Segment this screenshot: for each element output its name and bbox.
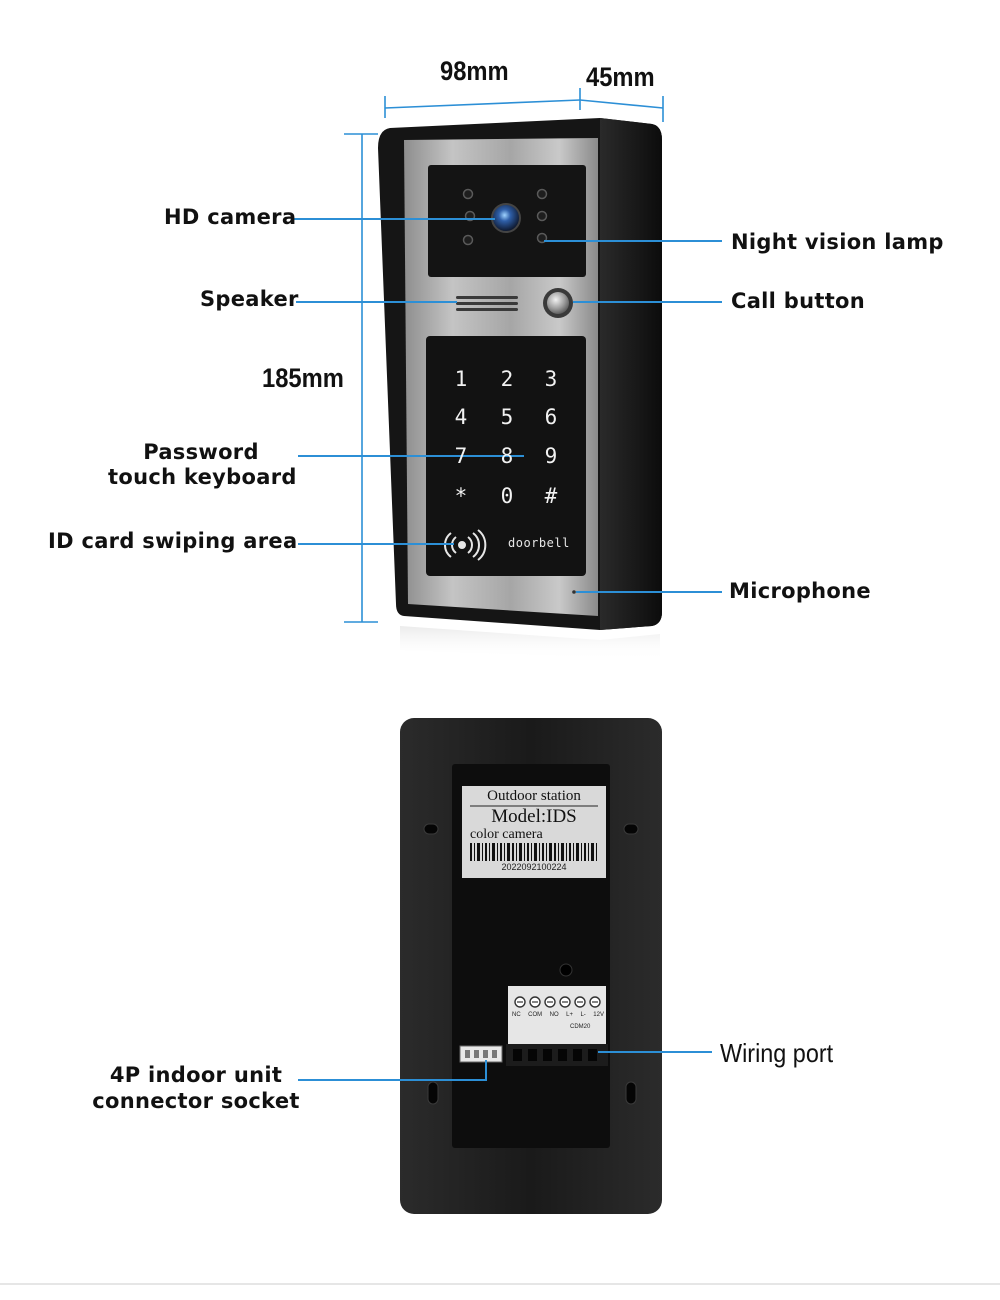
terminal-code: CDM20 — [570, 1024, 591, 1030]
sticker-line3: color camera — [470, 827, 543, 842]
label-password-keyboard: Password touch keyboard — [108, 440, 297, 489]
4p-connector-socket — [459, 1045, 503, 1063]
model-sticker — [462, 786, 606, 878]
sticker-line2: Model:IDS — [491, 806, 577, 827]
label-socket-line2: connector socket — [92, 1089, 300, 1113]
label-password-line2: touch keyboard — [108, 465, 297, 489]
sticker-line1: Outdoor station — [487, 788, 581, 804]
terminal-pin-labels: NC COM NO L+ L- 12V — [512, 1012, 604, 1018]
key-7: 7 — [454, 444, 468, 468]
key-4: 4 — [454, 405, 468, 429]
pin-nc: NC — [512, 1012, 521, 1018]
key-3: 3 — [544, 367, 558, 391]
key-1: 1 — [454, 367, 468, 391]
sticker-serial: 2022092100224 — [501, 862, 567, 872]
label-call-button: Call button — [731, 289, 866, 313]
pin-com: COM — [528, 1012, 543, 1018]
front-doorbell — [378, 118, 662, 660]
back-doorbell — [400, 718, 662, 1214]
label-wiring-port: Wiring port — [720, 1038, 834, 1068]
key-star: * — [454, 484, 468, 508]
microphone-hole — [572, 590, 576, 594]
keypad-brand: doorbell — [508, 536, 570, 550]
key-0: 0 — [500, 484, 514, 508]
label-id-card: ID card swiping area — [48, 529, 298, 553]
label-speaker: Speaker — [200, 287, 299, 311]
label-4p-socket: 4P indoor unit connector socket — [90, 1063, 302, 1113]
camera-lens — [491, 203, 521, 233]
key-hash: # — [544, 484, 558, 508]
key-8: 8 — [500, 444, 514, 468]
label-microphone: Microphone — [729, 579, 871, 603]
speaker-grille — [456, 296, 518, 311]
key-6: 6 — [544, 405, 558, 429]
mounting-holes — [423, 823, 639, 1105]
pin-lplus: L+ — [566, 1012, 573, 1018]
dimension-lines — [344, 88, 664, 623]
call-button — [547, 292, 569, 314]
key-2: 2 — [500, 367, 514, 391]
barcode — [470, 843, 597, 861]
back-callouts — [298, 1051, 712, 1081]
width-dimension: 98mm — [440, 56, 509, 86]
label-night-vision: Night vision lamp — [731, 230, 944, 254]
label-password-line1: Password — [143, 440, 259, 464]
label-socket-line1: 4P indoor unit — [109, 1063, 283, 1087]
height-dimension: 185mm — [262, 363, 344, 393]
pin-no: NO — [549, 1012, 559, 1018]
pin-12v: 12V — [593, 1012, 604, 1018]
key-9: 9 — [544, 444, 558, 468]
key-5: 5 — [500, 405, 514, 429]
depth-dimension: 45mm — [586, 62, 655, 92]
front-callouts — [294, 218, 722, 593]
terminal-block — [508, 986, 606, 1044]
label-hd-camera: HD camera — [164, 205, 297, 229]
pin-lminus: L- — [580, 1012, 586, 1018]
